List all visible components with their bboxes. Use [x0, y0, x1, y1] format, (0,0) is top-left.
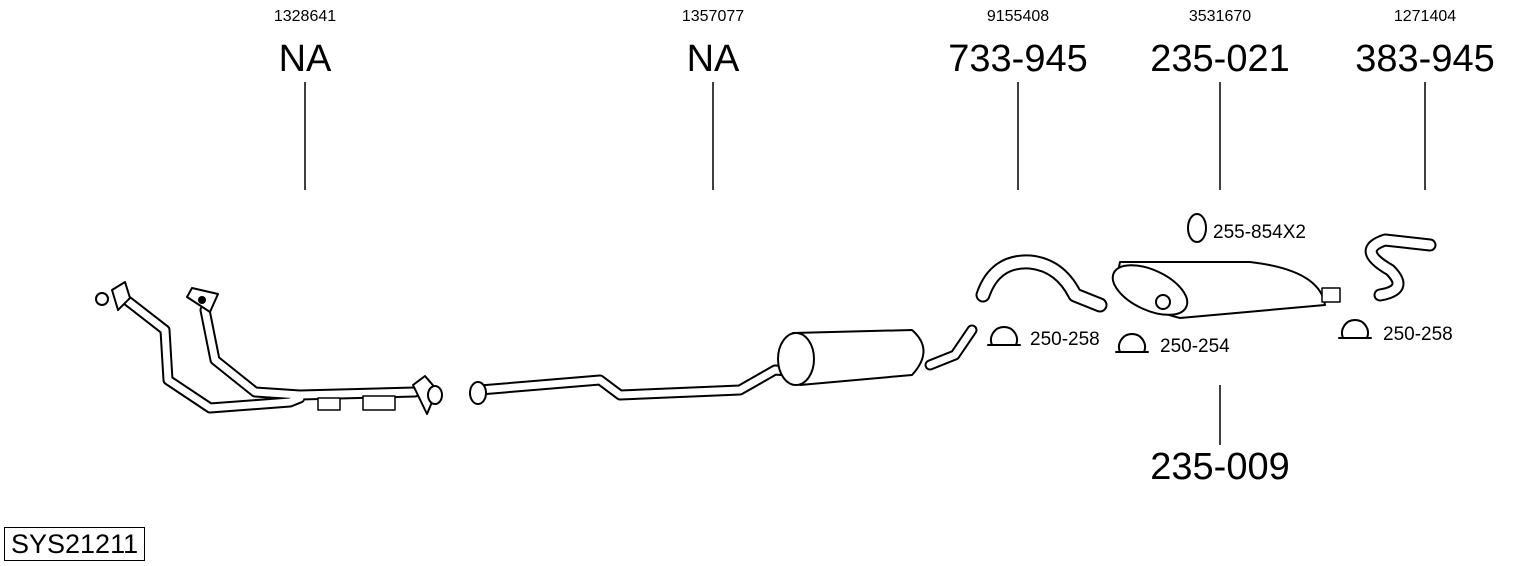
part-code: 235-021 [1150, 38, 1290, 80]
clamp-icon [1338, 319, 1372, 339]
clamp-icon [1115, 333, 1149, 353]
clamp-label: 250-258 [1030, 329, 1100, 350]
hanger-label: 255-854X2 [1213, 222, 1306, 243]
oe-number: 3531670 [1188, 8, 1252, 25]
hanger-icon [1187, 213, 1207, 243]
clamp-icon [987, 326, 1021, 346]
tail-pipe-383-945 [1364, 233, 1437, 302]
clamp-label: 250-258 [1383, 324, 1453, 345]
part-code: 383-945 [1355, 38, 1495, 80]
part-code: NA [278, 38, 332, 80]
middle-pipe-733-945 [975, 254, 1108, 313]
oe-number: 1271404 [1393, 8, 1457, 25]
oe-number: 1357077 [681, 8, 745, 25]
rear-muffler-235-021 [1111, 261, 1341, 319]
clamp-label: 250-254 [1160, 336, 1230, 357]
part-code-bottom: 235-009 [1150, 446, 1290, 488]
system-id-label: SYS21211 [4, 527, 146, 561]
oe-number: 9155408 [986, 8, 1050, 25]
part-code: 733-945 [948, 38, 1088, 80]
front-pipe [95, 281, 443, 415]
part-code: NA [686, 38, 740, 80]
oe-number: 1328641 [273, 8, 337, 25]
center-pipe-muffler [469, 324, 978, 405]
